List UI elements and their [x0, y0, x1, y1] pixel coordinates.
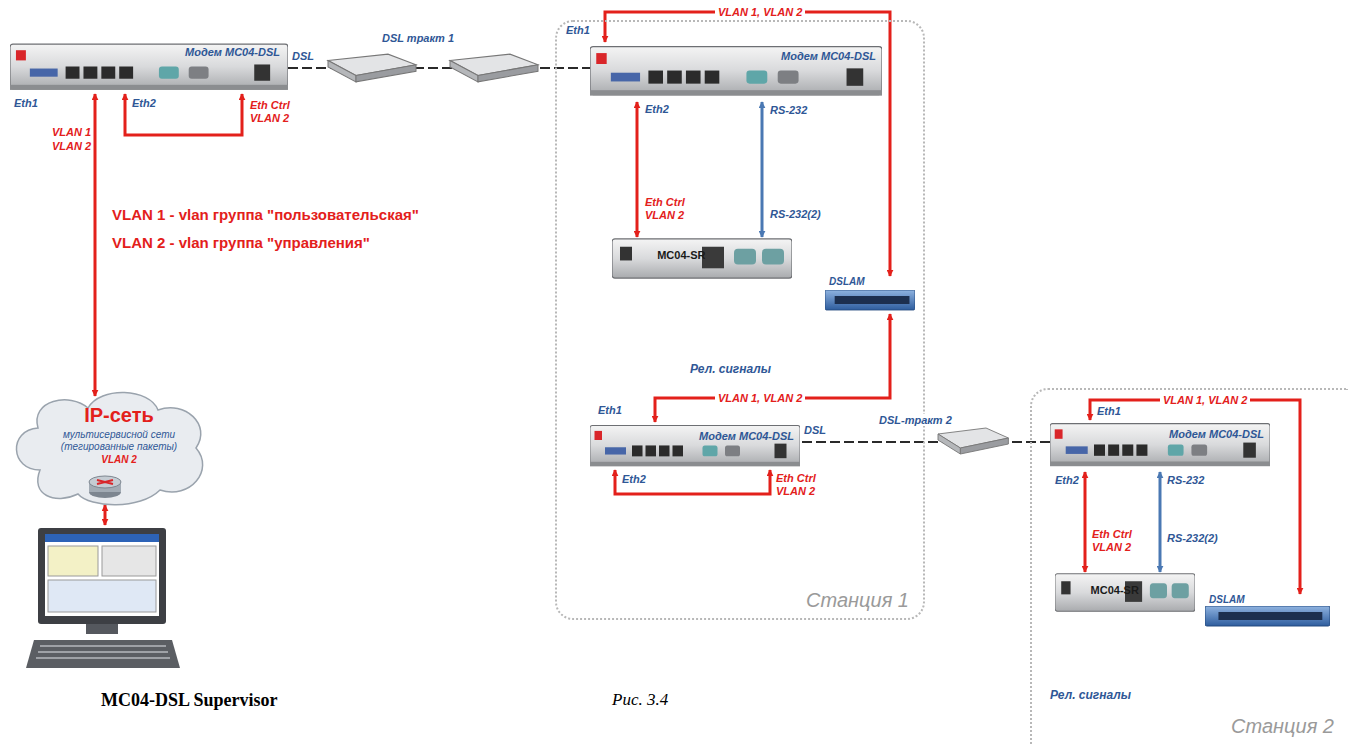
port-label: VLAN 2: [645, 209, 684, 221]
mc04-sr-device: MC04-SR: [1057, 572, 1197, 617]
connector: [1159, 472, 1162, 572]
port-label: Eth2: [132, 97, 156, 109]
node-text: Станция 2: [1231, 715, 1334, 738]
modem: Модем МС04-DSL: [10, 38, 288, 94]
port-label: Eth2: [622, 473, 646, 485]
connector: [1084, 472, 1087, 572]
port-label: Eth1: [598, 404, 622, 416]
node-text: MC04-DSL Supervisor: [101, 690, 278, 711]
edge-label: VLAN 1, VLAN 2: [1160, 394, 1250, 406]
port-label: RS-232: [1167, 474, 1204, 486]
port-label: Eth1: [566, 24, 590, 36]
node-text: Модем МС04-DSL: [781, 50, 876, 62]
edge-label: DSL-тракт 2: [876, 414, 955, 426]
port-label: Eth Ctrl: [776, 472, 816, 484]
edge-label: DSL тракт 1: [379, 32, 457, 44]
port-label: Eth1: [1097, 405, 1121, 417]
node-text: мультисервисной сети (тегированные пакет…: [29, 429, 209, 453]
node-text: VLAN 2: [15, 454, 223, 465]
node-text: DSLAM: [1209, 594, 1245, 605]
port-label: VLAN 2: [250, 112, 289, 124]
signal-label: Рел. сигналы: [1050, 688, 1131, 702]
port-label: RS-232(2): [1167, 532, 1218, 544]
node-text: Модем МС04-DSL: [699, 430, 794, 442]
port-label: Eth2: [645, 103, 669, 115]
station-region: Станция 1 Модем МС04-DSL MC04-SR DSLAM Модем…: [555, 20, 925, 620]
node-text: DSLAM: [829, 276, 865, 287]
node-text: Модем МС04-DSL: [185, 46, 280, 58]
dslam-device: DSLAM: [827, 276, 917, 314]
port-label: DSL: [804, 424, 826, 436]
edge-label: VLAN 1, VLAN 2: [715, 6, 805, 18]
modem: Модем МС04-DSL: [1052, 420, 1272, 472]
port-label: Eth Ctrl: [250, 99, 290, 111]
node-text: IP-сеть: [15, 404, 223, 427]
node-text: Станция 1: [806, 589, 909, 612]
port-label: Eth2: [1055, 474, 1079, 486]
connector: [94, 94, 97, 396]
port-label: RS-232(2): [770, 208, 821, 220]
vlan-note: VLAN 2 - vlan группа "управления": [112, 234, 370, 251]
port-label: VLAN 2: [1092, 541, 1131, 553]
connector: [802, 441, 1052, 443]
supervisor-computer: MC04-DSL Supervisor: [25, 525, 310, 715]
modem: Модем МС04-DSL: [592, 422, 802, 472]
node-text: MC04-SR: [657, 249, 705, 261]
connector: [636, 102, 639, 237]
connector: [655, 314, 890, 422]
figure-caption: Рис. 3.4: [612, 690, 668, 710]
port-label: DSL: [292, 50, 314, 62]
ip-network-cloud: IP-сетьмультисервисной сети (тегированны…: [15, 396, 223, 505]
port-label: VLAN 1: [52, 126, 91, 138]
connector: [761, 102, 764, 237]
port-label: Eth1: [14, 97, 38, 109]
port-label: VLAN 2: [776, 485, 815, 497]
port-label: VLAN 2: [52, 140, 91, 152]
node-text: MC04-SR: [1091, 584, 1139, 596]
modem: Модем МС04-DSL: [592, 42, 884, 102]
port-label: Eth Ctrl: [1092, 528, 1132, 540]
mc04-sr-device: MC04-SR: [614, 237, 794, 284]
port-label: Eth Ctrl: [645, 196, 685, 208]
connector: [104, 505, 107, 525]
port-label: RS-232: [770, 104, 807, 116]
vlan-note: VLAN 1 - vlan группа "пользовательская": [112, 206, 419, 223]
node-text: Модем МС04-DSL: [1169, 428, 1264, 440]
edge-label: VLAN 1, VLAN 2: [715, 392, 805, 404]
dslam-device: DSLAM: [1207, 594, 1332, 630]
signal-label: Рел. сигналы: [690, 362, 771, 376]
